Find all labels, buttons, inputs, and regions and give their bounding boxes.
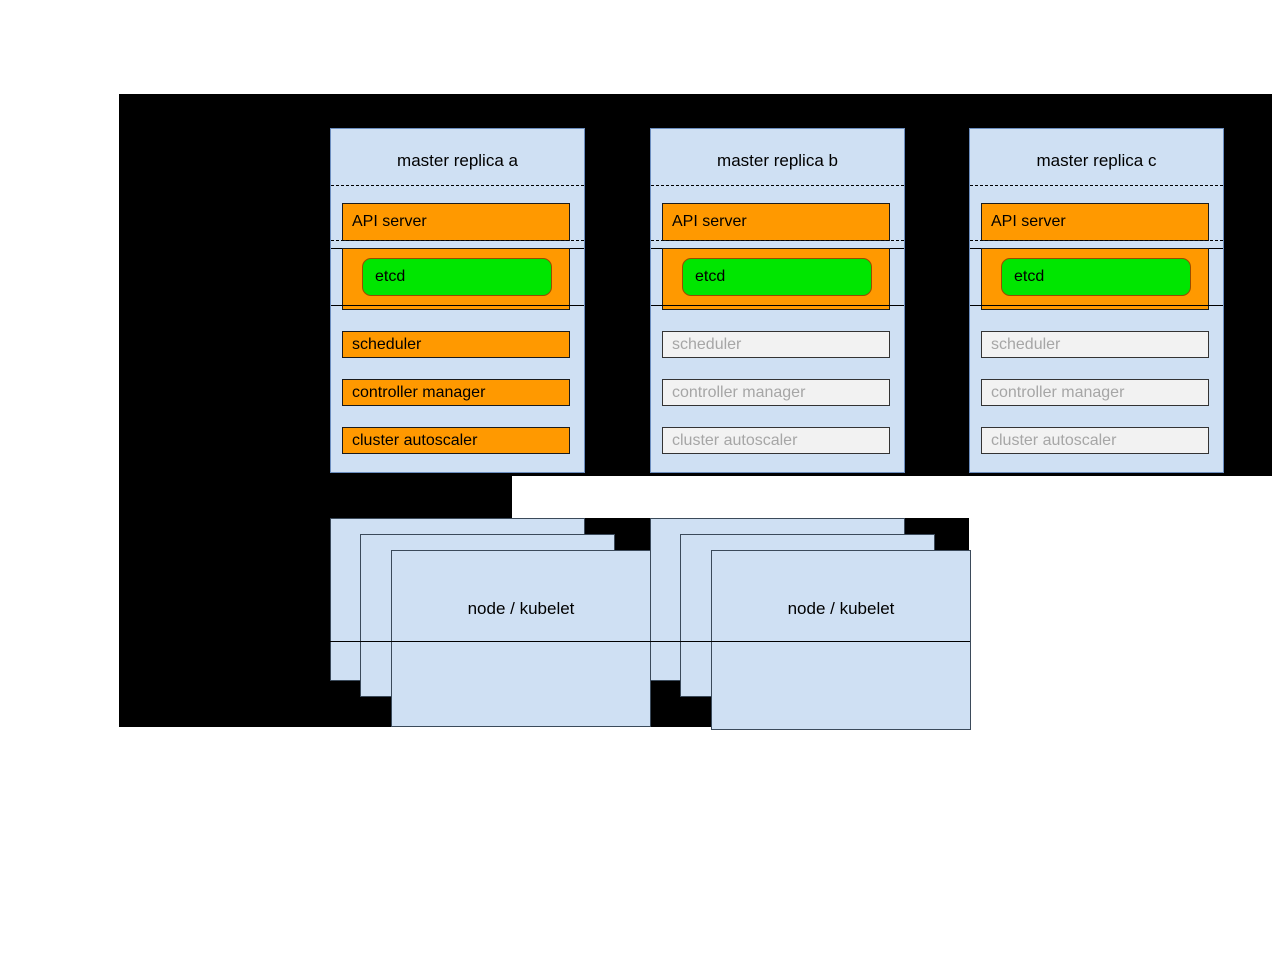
master-replica-b-scheduler[interactable]: scheduler xyxy=(662,331,890,358)
master-replica-a-scheduler[interactable]: scheduler xyxy=(342,331,570,358)
master-replica-c-title: master replica c xyxy=(1036,151,1157,170)
master-replica-a-controller-manager[interactable]: controller manager xyxy=(342,379,570,406)
master-replica-b-title: master replica b xyxy=(717,151,838,170)
master-replica-c-controller-manager[interactable]: controller manager xyxy=(981,379,1209,406)
replica-b-api-divider xyxy=(651,240,904,241)
master-replica-c-api-server[interactable]: API server xyxy=(981,203,1209,241)
replica-a-lower-rule xyxy=(331,305,584,306)
node-section-rule xyxy=(330,641,970,642)
replica-c-api-divider xyxy=(970,240,1223,241)
section-gap-notch xyxy=(512,476,1272,518)
node-group-1-label: node / kubelet xyxy=(467,599,575,618)
master-replica-c-scheduler[interactable]: scheduler xyxy=(981,331,1209,358)
replica-b-title-divider xyxy=(651,185,904,186)
master-replica-b-cluster-autoscaler[interactable]: cluster autoscaler xyxy=(662,427,890,454)
master-replica-a-cluster-autoscaler[interactable]: cluster autoscaler xyxy=(342,427,570,454)
replica-c-title-divider xyxy=(970,185,1223,186)
master-replica-b-controller-manager[interactable]: controller manager xyxy=(662,379,890,406)
master-replica-c-cluster-autoscaler[interactable]: cluster autoscaler xyxy=(981,427,1209,454)
replica-b-lower-rule xyxy=(651,305,904,306)
master-replica-b-etcd[interactable]: etcd xyxy=(682,258,872,296)
node-group-2-card-front[interactable]: node / kubelet xyxy=(711,550,971,730)
page-right-gap xyxy=(969,518,1280,728)
replica-c-lower-rule xyxy=(970,305,1223,306)
master-replica-b-api-server[interactable]: API server xyxy=(662,203,890,241)
node-group-2-label: node / kubelet xyxy=(787,599,895,618)
replica-a-title-divider xyxy=(331,185,584,186)
master-replica-a-api-server[interactable]: API server xyxy=(342,203,570,241)
replica-a-api-divider xyxy=(331,240,584,241)
master-replica-a-title: master replica a xyxy=(397,151,518,170)
master-replica-c-etcd[interactable]: etcd xyxy=(1001,258,1191,296)
node-group-1-card-front[interactable]: node / kubelet xyxy=(391,550,651,727)
master-replica-a-etcd[interactable]: etcd xyxy=(362,258,552,296)
